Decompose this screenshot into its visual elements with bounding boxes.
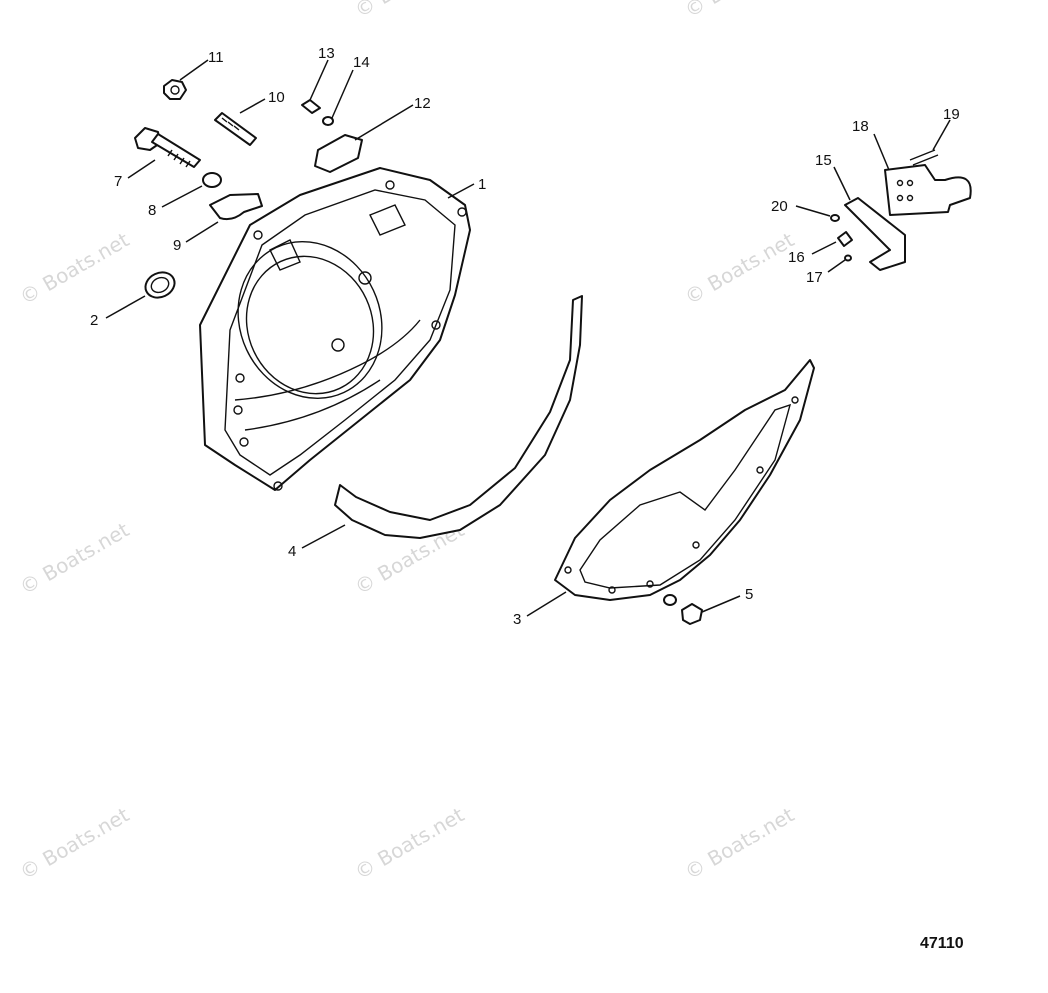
flywheel-housing [199, 167, 471, 491]
callout-14: 14 [353, 54, 370, 71]
callout-20: 20 [771, 198, 788, 215]
watermark: © Boats.net [16, 517, 134, 599]
seal [144, 271, 176, 299]
cover-bolt [663, 594, 703, 625]
callout-3: 3 [513, 611, 521, 628]
callout-11: 11 [208, 49, 224, 66]
watermark: © Boats.net [681, 802, 799, 884]
callout-8: 8 [148, 202, 156, 219]
callout-13: 13 [318, 45, 335, 62]
callout-18: 18 [852, 118, 869, 135]
callout-16: 16 [788, 249, 805, 266]
gasket [334, 295, 583, 539]
callout-15: 15 [815, 152, 832, 169]
watermark: © Boats.net [351, 0, 469, 22]
callout-19: 19 [943, 106, 960, 123]
washer [322, 116, 334, 126]
callout-10: 10 [268, 89, 285, 106]
bracket-assembly [830, 149, 972, 271]
callout-1: 1 [478, 176, 486, 193]
flywheel-cover [554, 359, 815, 601]
watermark: © Boats.net [681, 0, 799, 22]
stud [214, 112, 257, 146]
callouts: 1 2 3 4 5 7 8 9 10 11 12 13 14 15 16 17 … [90, 45, 960, 628]
callout-7: 7 [114, 173, 122, 190]
callout-12: 12 [414, 95, 431, 112]
watermarks: © Boats.net © Boats.net © Boats.net © Bo… [16, 0, 799, 884]
inspection-cover [314, 134, 363, 173]
callout-9: 9 [173, 237, 181, 254]
watermark: © Boats.net [16, 802, 134, 884]
bolt [134, 127, 201, 168]
watermark: © Boats.net [681, 227, 799, 309]
watermark: © Boats.net [351, 802, 469, 884]
nut [163, 79, 187, 100]
callout-5: 5 [745, 586, 753, 603]
callout-17: 17 [806, 269, 823, 286]
clamp [209, 193, 263, 221]
callout-4: 4 [288, 543, 296, 560]
callout-2: 2 [90, 312, 98, 329]
watermark: © Boats.net [16, 227, 134, 309]
leader-lines [105, 59, 951, 617]
flat-washer [202, 172, 222, 188]
drawing-number: 47110 [920, 935, 964, 952]
screw [301, 99, 321, 114]
